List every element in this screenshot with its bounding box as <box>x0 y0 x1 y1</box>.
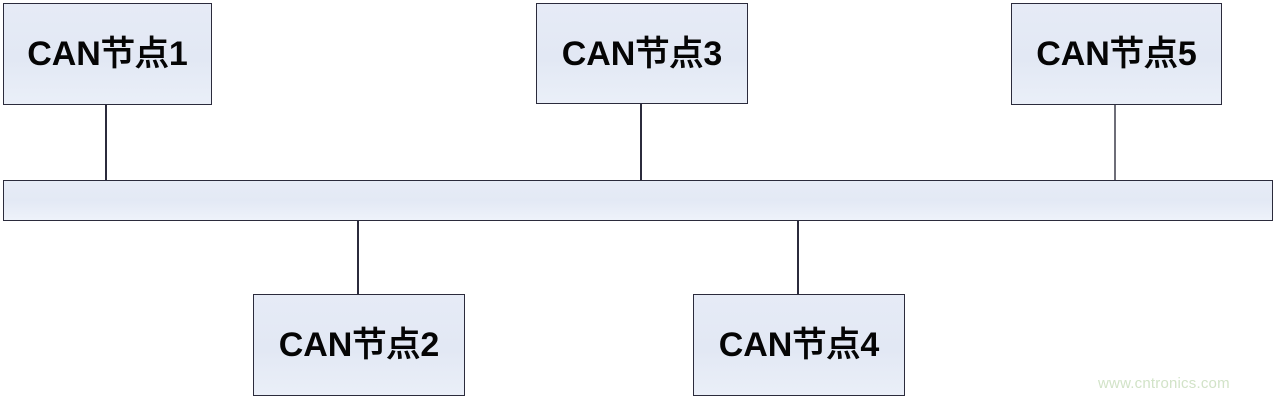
node-box-can-node-2[interactable]: CAN节点2 <box>253 294 465 396</box>
can-bus-line[interactable] <box>3 180 1273 221</box>
node-label-can-node-1: CAN节点1 <box>27 35 188 73</box>
connector-line-node-4 <box>797 220 799 295</box>
node-label-can-node-4: CAN节点4 <box>718 326 880 364</box>
connector-line-node-5 <box>1114 105 1116 181</box>
node-box-can-node-5[interactable]: CAN节点5 <box>1011 3 1222 105</box>
node-box-can-node-4[interactable]: CAN节点4 <box>693 294 905 396</box>
site-watermark: www.cntronics.com <box>1098 375 1230 392</box>
connector-line-node-2 <box>357 220 359 295</box>
node-box-can-node-3[interactable]: CAN节点3 <box>536 3 748 104</box>
connector-line-node-1 <box>105 105 107 181</box>
node-label-can-node-2: CAN节点2 <box>278 326 440 364</box>
connector-line-node-3 <box>640 104 642 181</box>
node-box-can-node-1[interactable]: CAN节点1 <box>3 3 212 105</box>
node-label-can-node-3: CAN节点3 <box>561 34 723 73</box>
node-label-can-node-5: CAN节点5 <box>1036 35 1197 73</box>
